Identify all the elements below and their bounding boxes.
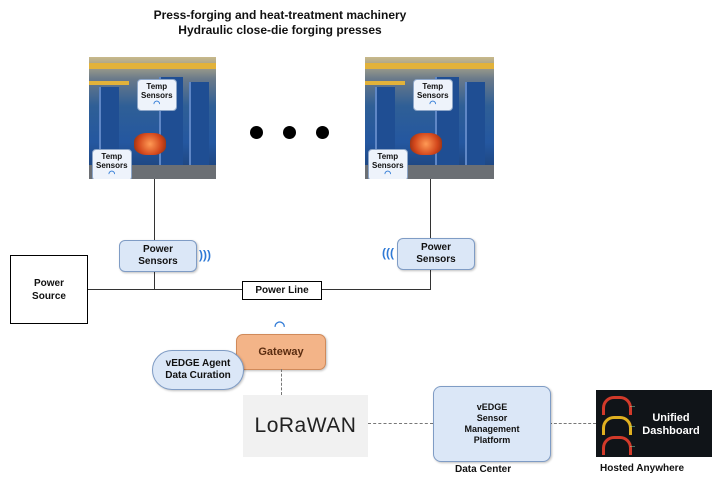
title-line-2: Hydraulic close-die forging presses xyxy=(178,23,382,37)
connector-line xyxy=(154,179,155,289)
hosted-anywhere-caption: Hosted Anywhere xyxy=(600,463,685,474)
vedge-platform-box: vEDGE Sensor Management Platform xyxy=(433,386,551,462)
lora-platform-link xyxy=(368,423,433,424)
wifi-icon: ◠ xyxy=(429,99,437,108)
wifi-icon: ◠ xyxy=(108,169,116,178)
gateway-lora-link xyxy=(281,369,282,395)
dashboard-screenshot: — — — xyxy=(596,390,712,457)
ellipsis-dot xyxy=(283,126,296,139)
gateway-box: Gateway xyxy=(236,334,326,370)
power-line-label: Power Line xyxy=(242,281,322,300)
power-sensor-right: Power Sensors xyxy=(397,238,475,270)
title-line-1: Press-forging and heat-treatment machine… xyxy=(153,8,407,22)
wifi-icon: ◠ xyxy=(384,169,392,178)
platform-dashboard-link xyxy=(549,423,596,424)
signal-wave-icon: ))) xyxy=(199,248,211,262)
connector-line xyxy=(430,179,431,289)
signal-wave-icon: ((( xyxy=(382,246,394,260)
press-photo-right: Temp Sensors ◠ Temp Sensors ◠ xyxy=(365,57,494,179)
power-source-box: Power Source xyxy=(10,255,88,324)
diagram-title: Press-forging and heat-treatment machine… xyxy=(0,8,560,38)
temp-sensor-tag: Temp Sensors ◠ xyxy=(92,149,132,179)
press-photo-left: Temp Sensors ◠ Temp Sensors ◠ xyxy=(89,57,216,179)
wifi-icon: ◠ xyxy=(153,99,161,108)
ellipsis-dot xyxy=(250,126,263,139)
data-center-caption: Data Center xyxy=(455,464,512,475)
vedge-agent-box: vEDGE Agent Data Curation xyxy=(152,350,244,390)
ellipsis-dot xyxy=(316,126,329,139)
power-sensor-left: Power Sensors xyxy=(119,240,197,272)
temp-sensor-tag: Temp Sensors ◠ xyxy=(413,79,453,111)
temp-sensor-tag: Temp Sensors ◠ xyxy=(368,149,408,179)
lorawan-logo: LoRaWAN xyxy=(243,395,368,457)
dashboard-label: Unified Dashboard xyxy=(642,412,700,437)
temp-sensor-tag: Temp Sensors ◠ xyxy=(137,79,177,111)
wifi-icon: ◠ xyxy=(274,318,286,333)
